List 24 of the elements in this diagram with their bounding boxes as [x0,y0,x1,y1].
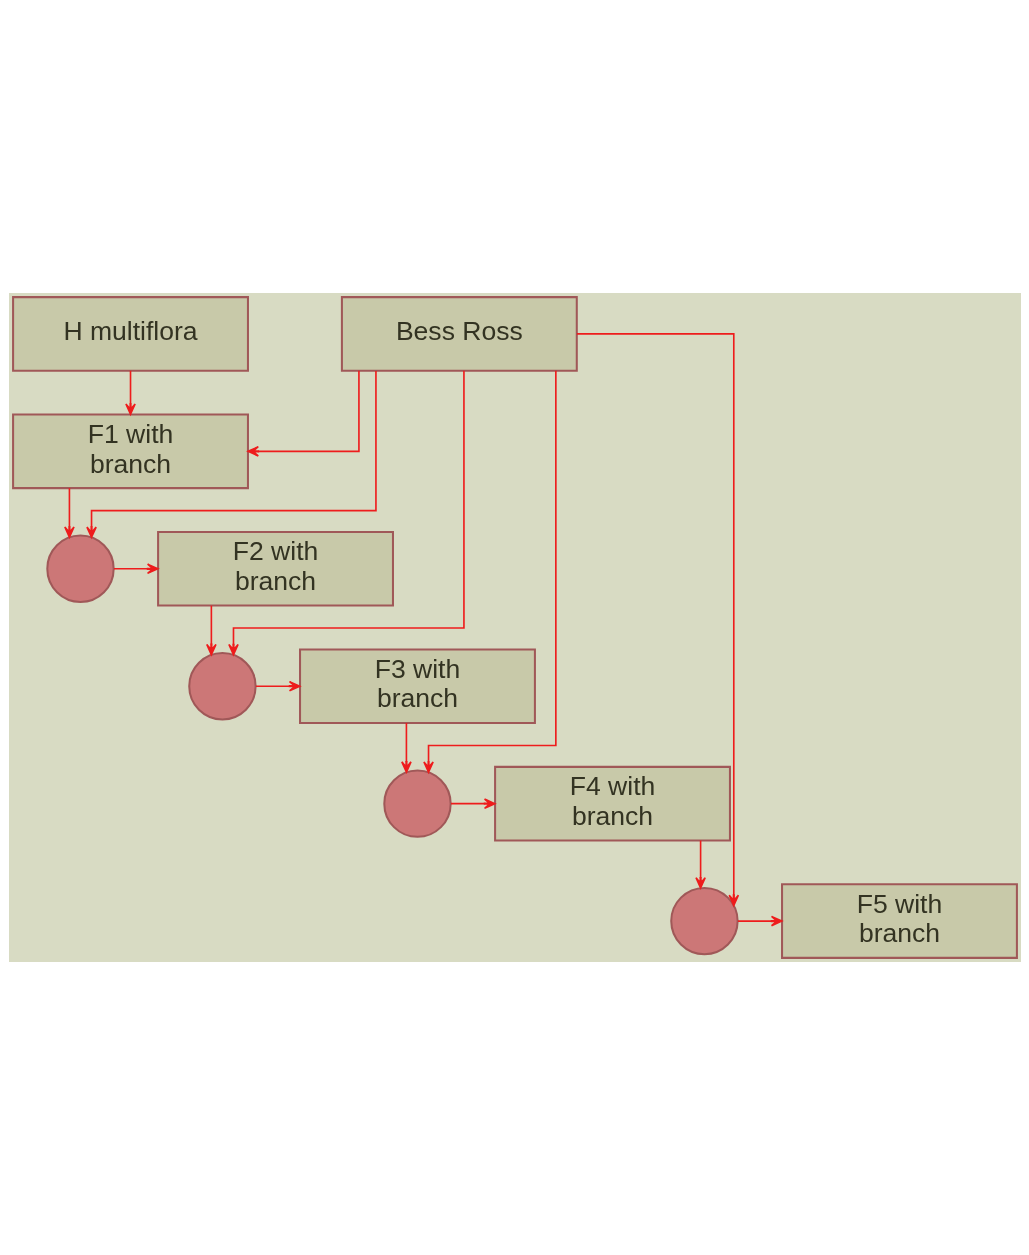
arrow [124,369,136,416]
node-box: F1 with branch [11,413,249,490]
node-box: F5 with branch [780,883,1018,959]
arrow [112,563,159,575]
node-circle [187,652,257,721]
arrow [422,369,557,773]
arrow [227,370,465,656]
node-box: F3 with branch [298,648,536,724]
arrow [449,798,496,810]
node-box: F2 with branch [156,531,394,607]
arrow [85,370,377,539]
arrow [246,369,360,457]
node-circle [382,769,452,838]
node-circle [45,534,115,603]
arrow [63,487,75,539]
arrow [254,680,301,692]
node-box: H multiflora [11,296,249,372]
arrow [400,722,412,773]
node-box: F4 with branch [493,765,731,842]
arrow [575,333,739,907]
node-box: Bess Ross [340,296,578,372]
arrow [694,839,706,889]
arrow [736,915,783,927]
arrow [205,604,217,656]
